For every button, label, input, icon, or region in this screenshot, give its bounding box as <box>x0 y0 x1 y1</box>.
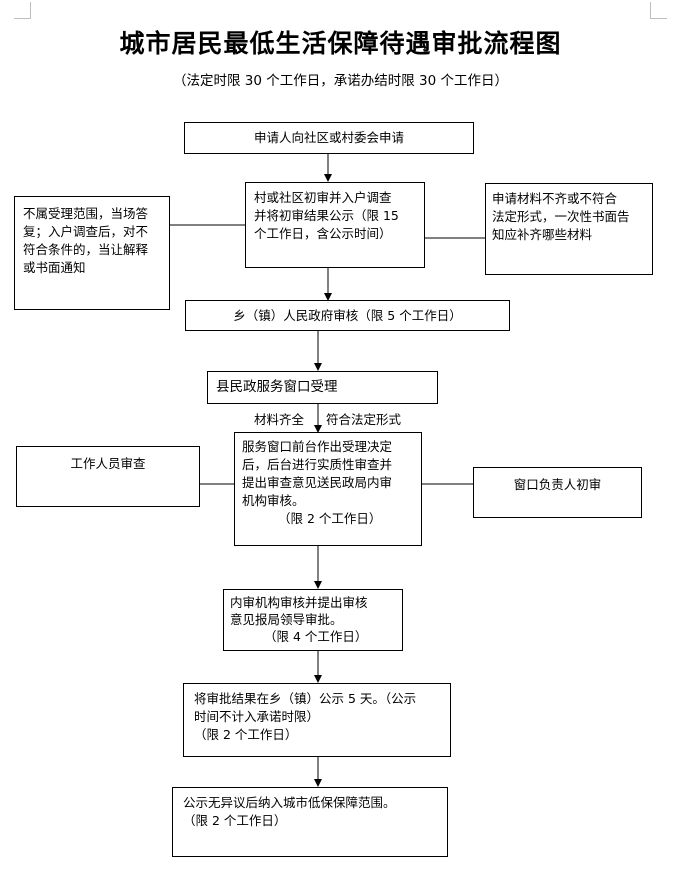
node-county-window-text: 县民政服务窗口受理 <box>216 379 338 395</box>
node-publicize-line: （限 2 个工作日） <box>194 727 298 742</box>
node-window-decision-line: （限 2 个工作日） <box>278 511 382 526</box>
node-left-notice-line: 不属受理范围，当场答 <box>23 206 149 221</box>
node-left-notice-line: 或书面通知 <box>23 260 86 275</box>
node-publicize-line: 将审批结果在乡（镇）公示 5 天。（公示 <box>194 691 417 706</box>
page-title: 城市居民最低生活保障待遇审批流程图 <box>119 29 562 58</box>
node-staff-review: 工作人员审查 <box>16 446 200 507</box>
node-window-decision-line: 机构审核。 <box>242 493 305 508</box>
node-window-decision-line: 服务窗口前台作出受理决定 <box>242 439 393 454</box>
node-township-review-text: 乡（镇）人民政府审核（限 5 个工作日） <box>233 308 462 323</box>
node-left-notice-line: 复；入户调查后，对不 <box>23 224 149 239</box>
node-township-review: 乡（镇）人民政府审核（限 5 个工作日） <box>185 300 510 331</box>
node-window-head-review: 窗口负责人初审 <box>473 467 642 518</box>
node-left-notice-line: 符合条件的，当让解释 <box>23 242 149 257</box>
node-window-head-review-text: 窗口负责人初审 <box>513 477 602 492</box>
node-final-line: （限 2 个工作日） <box>183 813 287 828</box>
node-left-notice: 不属受理范围，当场答 复；入户调查后，对不 符合条件的，当让解释 或书面通知 <box>14 196 170 310</box>
node-window-decision-line: 后，后台进行实质性审查并 <box>242 457 393 472</box>
node-final: 公示无异议后纳入城市低保保障范围。 （限 2 个工作日） <box>172 787 448 857</box>
node-window-decision: 服务窗口前台作出受理决定 后，后台进行实质性审查并 提出审查意见送民政局内审 机… <box>234 432 422 546</box>
node-community-review-line: 并将初审结果公示（限 15 <box>254 208 399 223</box>
node-right-notice-line: 知应补齐哪些材料 <box>492 227 593 242</box>
node-right-notice-line: 法定形式，一次性书面告 <box>492 209 630 224</box>
node-final-line: 公示无异议后纳入城市低保保障范围。 <box>183 795 396 810</box>
node-publicize: 将审批结果在乡（镇）公示 5 天。（公示 时间不计入承诺时限） （限 2 个工作… <box>183 683 451 757</box>
edge-label-form: 符合法定形式 <box>326 412 402 427</box>
node-community-review-line: 个工作日，含公示时间） <box>254 226 392 241</box>
page-subtitle: （法定时限 30 个工作日，承诺办结时限 30 个工作日） <box>172 73 509 89</box>
node-county-window: 县民政服务窗口受理 <box>207 371 438 404</box>
node-internal-audit-line: （限 4 个工作日） <box>264 629 368 644</box>
page-corner-mark-right <box>650 2 667 19</box>
node-apply: 申请人向社区或村委会申请 <box>184 122 474 154</box>
node-right-notice-line: 申请材料不齐或不符合 <box>492 191 618 206</box>
node-internal-audit-line: 意见报局领导审批。 <box>230 612 343 627</box>
node-right-notice: 申请材料不齐或不符合 法定形式，一次性书面告 知应补齐哪些材料 <box>485 183 653 275</box>
page-corner-mark-left <box>14 2 31 19</box>
node-internal-audit: 内审机构审核并提出审核 意见报局领导审批。 （限 4 个工作日） <box>223 589 403 651</box>
node-community-review: 村或社区初审并入户调查 并将初审结果公示（限 15 个工作日，含公示时间） <box>245 182 425 268</box>
node-staff-review-text: 工作人员审查 <box>70 456 146 471</box>
node-community-review-line: 村或社区初审并入户调查 <box>254 190 392 205</box>
node-window-decision-line: 提出审查意见送民政局内审 <box>242 475 393 490</box>
edge-label-materials: 材料齐全 <box>254 412 305 427</box>
node-internal-audit-line: 内审机构审核并提出审核 <box>230 595 368 610</box>
node-publicize-line: 时间不计入承诺时限） <box>194 709 320 724</box>
node-apply-text: 申请人向社区或村委会申请 <box>253 130 404 145</box>
